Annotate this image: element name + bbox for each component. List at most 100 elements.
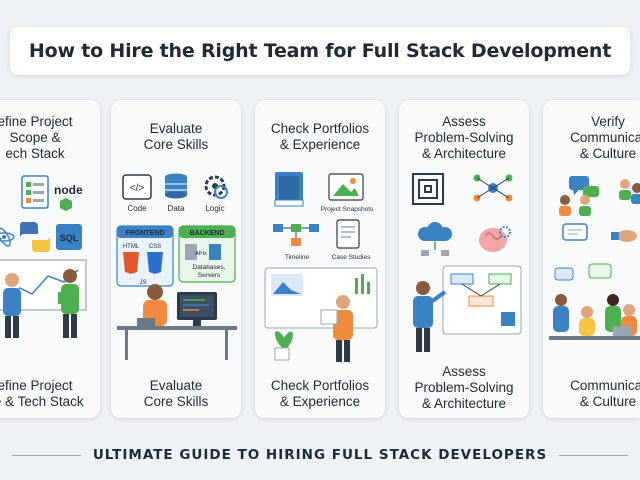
card-illustration: Project Snapshots Timeline Case Studies <box>264 172 378 362</box>
svg-text:BACKEND: BACKEND <box>190 230 225 237</box>
footer-line: Check Portfolios <box>270 378 370 393</box>
svg-text:</>: </> <box>130 183 145 194</box>
sql-database-icon: SQL <box>56 224 82 250</box>
title-banner: How to Hire the Right Team for Full Stac… <box>10 27 630 75</box>
chat-bubbles-icon <box>569 176 599 197</box>
react-icon <box>0 227 15 247</box>
card-footer: Evaluate Core Skills <box>111 378 241 410</box>
logic-gear-icon <box>204 175 228 199</box>
svg-text:SQL: SQL <box>60 233 79 243</box>
card-heading: efine Project Scope & ech Stack <box>0 114 100 162</box>
icon-label: Data <box>168 204 185 213</box>
svg-text:HTML: HTML <box>123 244 140 250</box>
svg-text:Databases,: Databases, <box>193 264 226 271</box>
card-footer: Communicat & Culture <box>543 378 640 410</box>
card-evaluate-skills: Evaluate Core Skills </> Code Data <box>111 100 241 418</box>
footer-line: pe & Tech Stack <box>0 394 84 409</box>
python-icon <box>19 222 51 252</box>
footer-line: Core Skills <box>143 394 209 409</box>
message-icon <box>562 223 588 241</box>
person-illustration <box>61 269 79 338</box>
handshake-icon <box>611 230 637 242</box>
footer-line: efine Project <box>0 378 73 393</box>
footer-line: Evaluate <box>149 378 203 393</box>
footer-line: Communicat <box>570 378 640 393</box>
banner-text: ULTIMATE GUIDE TO HIRING FULL STACK DEVE… <box>92 447 548 463</box>
book-icon <box>274 172 304 207</box>
card-footer: Assess Problem-Solving & Architecture <box>399 364 529 412</box>
bottom-banner: ULTIMATE GUIDE TO HIRING FULL STACK DEVE… <box>0 430 640 480</box>
card-illustration: </> Code Data Logic FRONTEND HTML <box>116 173 237 360</box>
plant-icon <box>274 331 293 361</box>
icon-label: Logic <box>205 204 224 213</box>
maze-icon <box>412 173 444 205</box>
icon-label: Case Studies <box>332 254 371 261</box>
heading-line: Core Skills <box>143 137 209 152</box>
chat-bubbles-icon <box>554 263 612 281</box>
page-title: How to Hire the Right Team for Full Stac… <box>28 40 612 62</box>
heading-line: Check Portfolios <box>270 121 370 136</box>
heading-line: Assess <box>442 114 486 129</box>
architecture-diagram <box>442 265 522 335</box>
heading-line: Problem-Solving <box>414 130 514 145</box>
divider <box>559 454 628 456</box>
card-footer: efine Project pe & Tech Stack <box>0 378 100 410</box>
card-footer: Check Portfolios & Experience <box>255 378 385 410</box>
heading-line: & Experience <box>279 137 361 152</box>
svg-text:FRONTEND: FRONTEND <box>126 230 165 237</box>
network-icon <box>473 174 513 202</box>
project-snapshot-icon <box>328 173 364 201</box>
code-icon: </> <box>122 174 152 200</box>
icon-label: Code <box>127 204 147 213</box>
svg-text:Servers: Servers <box>198 272 221 279</box>
heading-line: & Architecture <box>421 146 507 161</box>
backend-panel: BACKEND APIs Databases, Servers <box>178 225 236 283</box>
meeting-illustration <box>549 294 640 340</box>
svg-text:APIs: APIs <box>195 251 207 257</box>
footer-line: & Experience <box>279 394 361 409</box>
svg-text:JS: JS <box>139 280 146 286</box>
svg-text:CSS: CSS <box>149 244 161 250</box>
heading-line: & Culture <box>579 146 637 161</box>
person-illustration <box>3 273 21 338</box>
card-heading: Evaluate Core Skills <box>111 121 241 153</box>
card-illustration <box>412 173 522 352</box>
svg-text:node: node <box>54 183 83 197</box>
brain-icon <box>479 226 511 252</box>
card-illustration: node SQL <box>0 175 87 338</box>
heading-line: ech Stack <box>5 146 65 161</box>
card-heading: Assess Problem-Solving & Architecture <box>399 114 529 162</box>
node-logo: node <box>54 183 83 211</box>
divider <box>12 454 81 456</box>
heading-line: Scope & <box>9 130 61 145</box>
heading-line: efine Project <box>0 114 73 129</box>
case-study-icon <box>336 219 360 249</box>
heading-line: Verify <box>591 114 625 129</box>
developer-at-desk <box>117 284 237 360</box>
database-icon <box>165 173 187 199</box>
card-check-portfolios: Check Portfolios & Experience Project Sn… <box>255 100 385 418</box>
person-illustration <box>320 295 353 362</box>
card-assess-problem-solving: Assess Problem-Solving & Architecture <box>399 100 529 418</box>
card-illustration <box>549 176 640 340</box>
heading-line: Communicat <box>570 130 640 145</box>
footer-line: Problem-Solving <box>414 380 514 395</box>
card-heading: Verify Communicat & Culture <box>543 114 640 162</box>
icon-label: Project Snapshots <box>321 206 375 213</box>
footer-line: Assess <box>442 364 486 379</box>
timeline-icon <box>273 224 319 246</box>
cloud-icon <box>418 222 452 256</box>
card-verify-communication: Verify Communicat & Culture <box>543 100 640 418</box>
card-define-scope: efine Project Scope & ech Stack node <box>0 100 100 418</box>
frontend-panel: FRONTEND HTML CSS JS <box>116 225 174 287</box>
person-illustration <box>413 281 447 352</box>
footer-line: & Culture <box>579 394 637 409</box>
team-icon <box>619 179 640 204</box>
checklist-icon <box>21 175 49 209</box>
heading-line: Evaluate <box>149 121 203 136</box>
card-heading: Check Portfolios & Experience <box>255 121 385 153</box>
icon-label: Timeline <box>285 254 310 261</box>
team-icon <box>559 195 591 216</box>
footer-line: & Architecture <box>421 396 507 411</box>
